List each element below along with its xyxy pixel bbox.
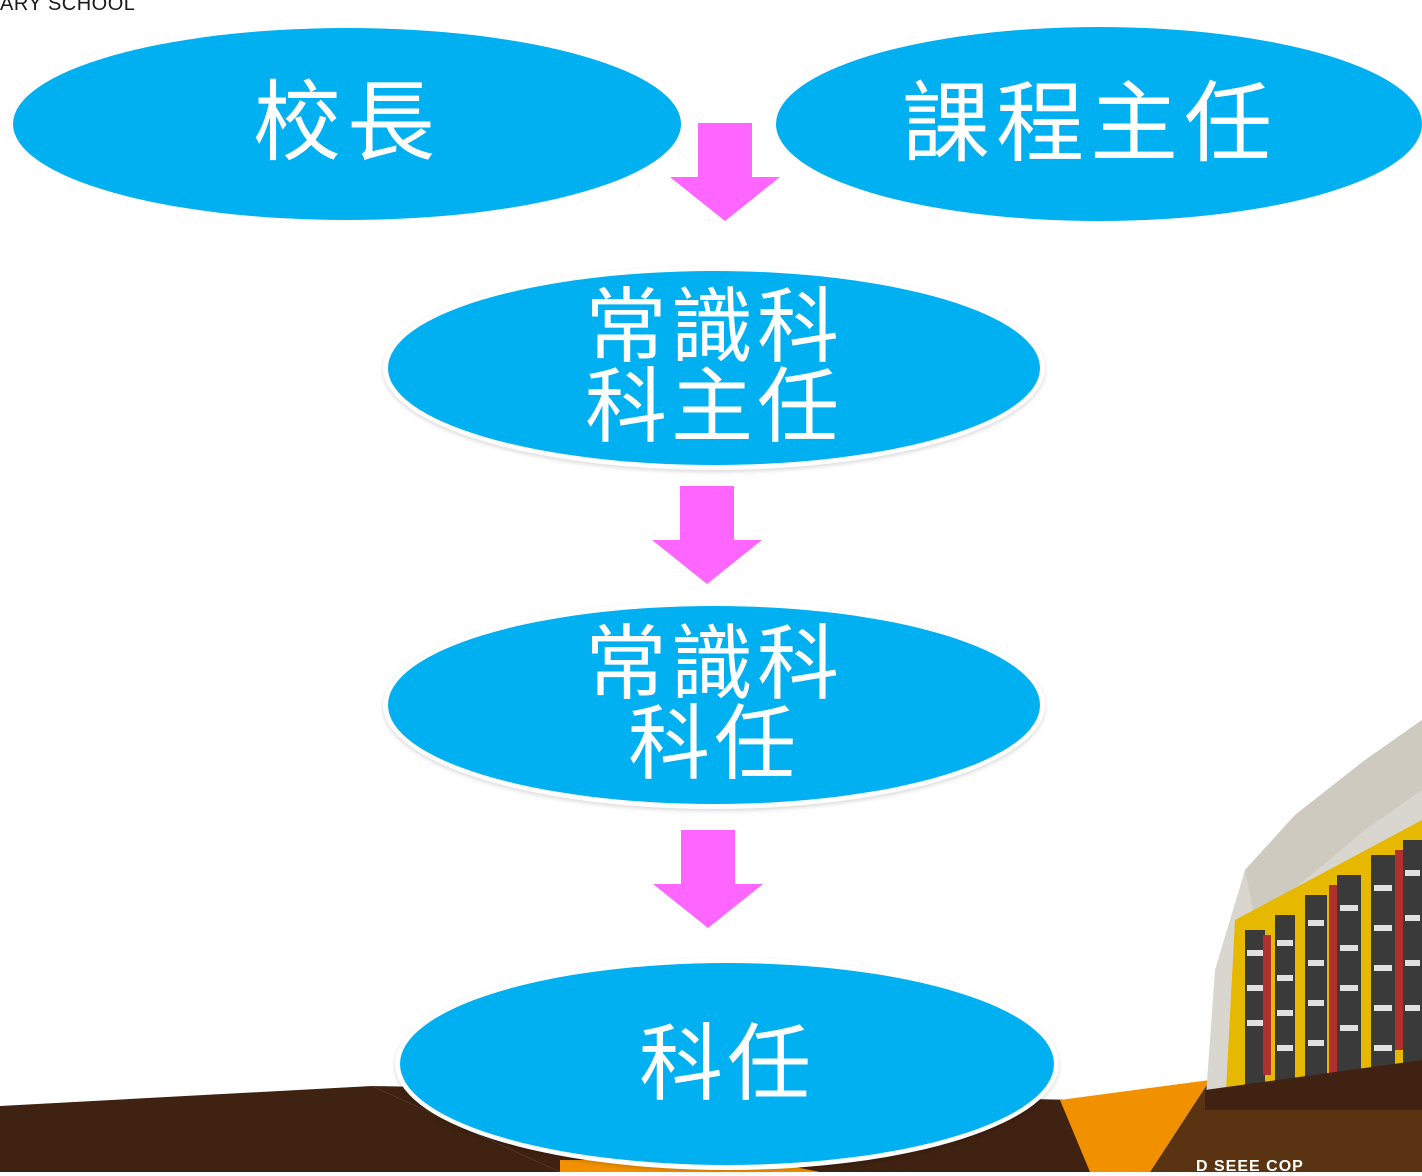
arrow-down-1 [670,123,780,221]
node-principal-label: 校長 [252,71,441,174]
node-gs-subject-teacher-label: 常識科 科任 [584,616,843,792]
node-gs-panel-head-line1: 常識科 [584,279,843,375]
node-curriculum-head: 課程主任 [776,27,1422,221]
school-building-image [1205,720,1422,1110]
node-subject-teacher-label: 科任 [638,1015,815,1113]
node-gs-panel-head-line2: 科主任 [584,360,843,455]
footer-text: D SEEE COP [1196,1158,1304,1175]
node-subject-teacher: 科任 [395,958,1059,1170]
node-gs-subject-teacher: 常識科 科任 [383,601,1045,809]
band-orange [1060,1080,1210,1172]
arrow-down-2 [652,486,762,584]
node-gs-subject-teacher-line2: 科任 [627,697,800,792]
header-text: ARY SCHOOL [0,0,136,15]
node-principal: 校長 [13,28,681,220]
node-gs-panel-head: 常識科 科主任 [383,266,1045,470]
node-gs-subject-teacher-line1: 常識科 [584,616,843,712]
node-curriculum-head-label: 課程主任 [901,72,1278,175]
arrow-down-3 [653,830,763,928]
node-gs-panel-head-label: 常識科 科主任 [584,279,843,455]
